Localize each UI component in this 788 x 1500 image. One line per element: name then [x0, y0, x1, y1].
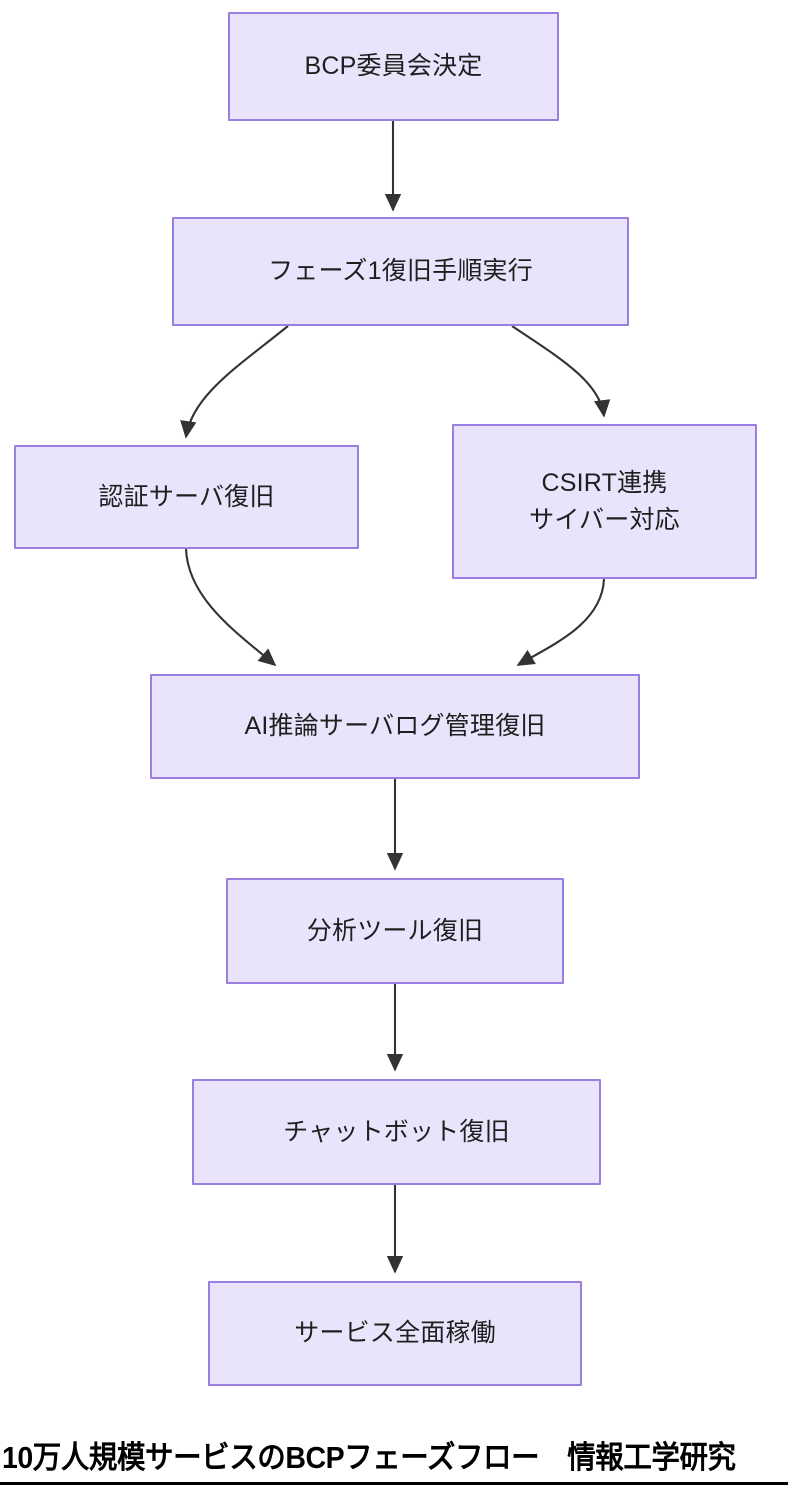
node-label: チャットボット復旧: [283, 1117, 510, 1146]
node-label: AI推論サーバログ管理復旧: [244, 712, 546, 741]
flowchart-canvas: BCP委員会決定 フェーズ1復旧手順実行 認証サーバ復旧 CSIRT連携 サイバ…: [14, 12, 757, 1386]
node-service-full-operation[interactable]: サービス全面稼働: [208, 1281, 582, 1386]
caption-divider: [0, 1482, 788, 1485]
edge-n2-n4: [511, 325, 611, 418]
edge-n2-n3: [180, 325, 289, 439]
node-label: フェーズ1復旧手順実行: [268, 257, 533, 286]
edge-n4-n5: [516, 578, 606, 666]
figure-caption: 10万人規模サービスのBCPフェーズフロー 情報工学研究: [2, 1440, 736, 1475]
node-analytics-tool-recovery[interactable]: 分析ツール復旧: [226, 878, 564, 984]
node-ai-inference-server-log-recovery[interactable]: AI推論サーバログ管理復旧: [150, 674, 640, 779]
node-label: BCP委員会決定: [304, 52, 483, 81]
edge-n3-n5: [184, 548, 277, 667]
node-label: CSIRT連携 サイバー対応: [529, 469, 680, 534]
node-phase1-recovery-procedure[interactable]: フェーズ1復旧手順実行: [172, 217, 629, 326]
node-chatbot-recovery[interactable]: チャットボット復旧: [192, 1079, 601, 1185]
node-label: サービス全面稼働: [294, 1319, 496, 1348]
node-label: 認証サーバ復旧: [98, 482, 275, 511]
node-label: 分析ツール復旧: [306, 916, 484, 945]
node-csirt-cyber-response[interactable]: CSIRT連携 サイバー対応: [452, 424, 757, 579]
node-auth-server-recovery[interactable]: 認証サーバ復旧: [14, 445, 359, 549]
node-bcp-committee-decision[interactable]: BCP委員会決定: [228, 12, 559, 121]
caption-bar: 10万人規模サービスのBCPフェーズフロー 情報工学研究: [0, 1432, 788, 1500]
